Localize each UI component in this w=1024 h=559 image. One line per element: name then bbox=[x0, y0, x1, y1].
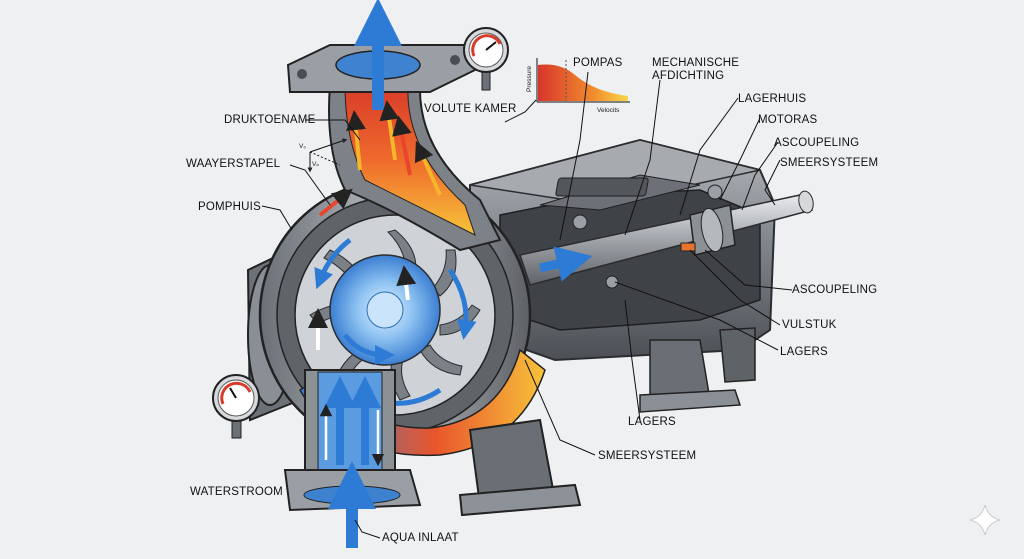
chart-x-label: Velocits bbox=[597, 107, 620, 114]
label-volute-kamer: VOLUTE KAMER bbox=[424, 103, 517, 115]
vp-label: Vₚ bbox=[312, 161, 319, 168]
label-motoras: MOTORAS bbox=[758, 114, 817, 126]
pressure-velocity-mini-chart: Pressure Velocits bbox=[526, 58, 630, 114]
part-labels: DRUKTOENAME WAAYERSTAPEL POMPHUIS WATERS… bbox=[186, 57, 878, 544]
velocity-triangle: V₀ Vₚ bbox=[299, 138, 348, 173]
label-ascoupeling-right: ASCOUPELING bbox=[792, 284, 877, 296]
label-mechanische: MECHANISCHE bbox=[652, 57, 739, 69]
label-waayerstapel: WAAYERSTAPEL bbox=[186, 158, 281, 170]
sparkle-icon bbox=[969, 504, 1001, 536]
housing-feet bbox=[639, 327, 756, 413]
label-lagers-right: LAGERS bbox=[780, 346, 828, 358]
pressure-gauge-top bbox=[463, 27, 509, 91]
inlet-pipe bbox=[283, 369, 422, 548]
label-druktoename: DRUKTOENAME bbox=[224, 114, 316, 126]
label-smeersysteem-top: SMEERSYSTEEM bbox=[780, 157, 878, 169]
label-pompas: POMPAS bbox=[573, 57, 623, 69]
label-aqua-inlaat: AQUA INLAAT bbox=[382, 532, 459, 544]
label-vulstuk: VULSTUK bbox=[782, 319, 837, 331]
vo-label: V₀ bbox=[299, 143, 306, 150]
pump-foot bbox=[458, 418, 582, 517]
label-afdichting: AFDICHTING bbox=[652, 70, 724, 82]
pump-shaft bbox=[519, 184, 814, 289]
label-lagerhuis: LAGERHUIS bbox=[738, 93, 806, 105]
label-lagers-bottom: LAGERS bbox=[628, 416, 676, 428]
pressure-gauge-bottom bbox=[212, 374, 260, 439]
label-waterstroom: WATERSTROOM bbox=[190, 486, 283, 498]
leader-lines bbox=[261, 71, 793, 539]
label-smeersysteem-bottom: SMEERSYSTEEM bbox=[598, 450, 696, 462]
label-pomphuis: POMPHUIS bbox=[198, 201, 261, 213]
chart-y-label: Pressure bbox=[526, 66, 533, 92]
label-ascoupeling-top: ASCOUPELING bbox=[774, 137, 859, 149]
discharge-neck bbox=[286, 0, 502, 252]
